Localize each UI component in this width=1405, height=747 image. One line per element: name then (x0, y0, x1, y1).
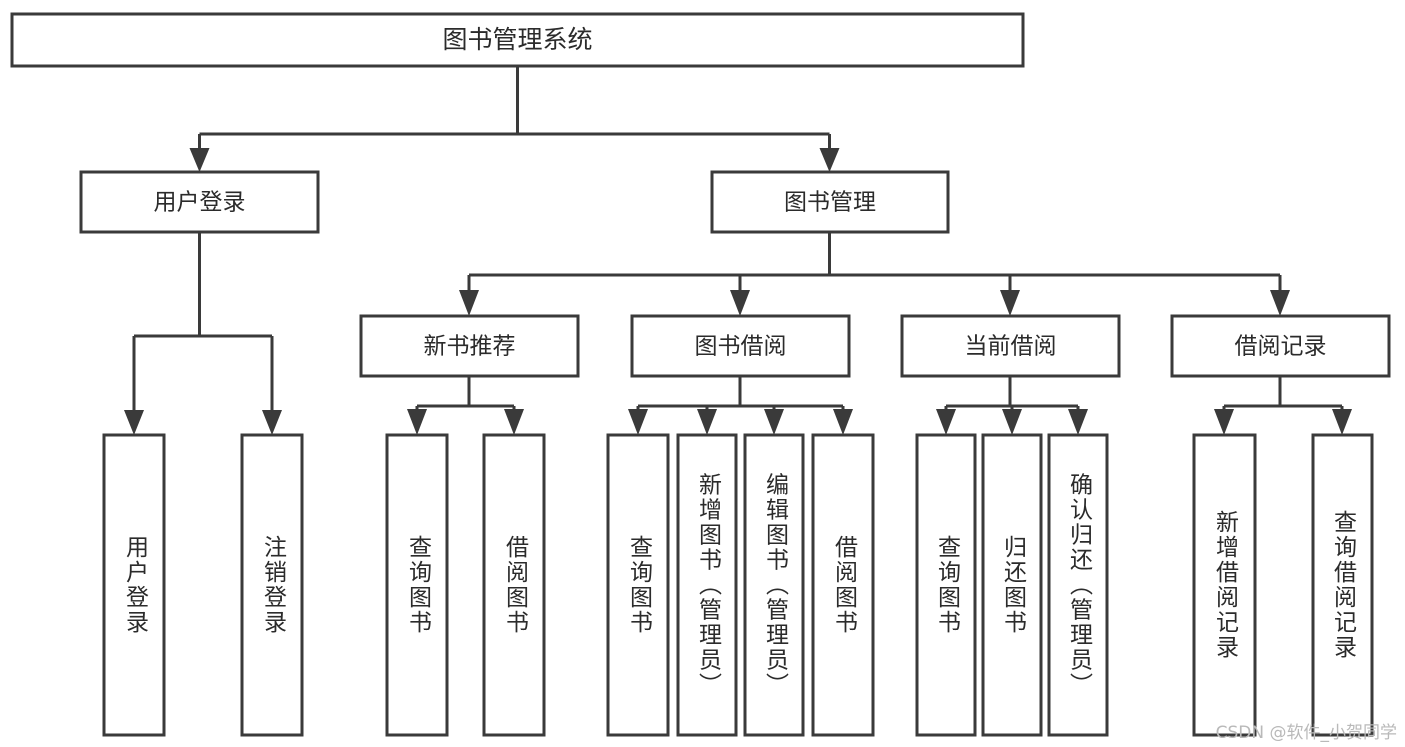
node-leaf-borrow-book-1-box (482, 433, 546, 737)
node-leaf-return-book[interactable]: 归还图书 (981, 433, 1043, 737)
node-new-book-recommend-box (359, 314, 580, 378)
node-leaf-query-borrow-record-label: 查询借阅记录 (1330, 510, 1358, 660)
arrow-head-book-manage (819, 148, 840, 172)
connector-group-borrow-record (1214, 376, 1352, 435)
connector-group-root (189, 66, 840, 172)
node-borrow-record-box (1170, 314, 1391, 378)
node-title-system[interactable]: 图书管理系统 (10, 12, 1025, 68)
node-leaf-edit-book-admin[interactable]: 编辑图书（管理员） (743, 433, 805, 737)
node-leaf-user-login[interactable]: 用户登录 (102, 433, 166, 737)
arrow-head-leaf-confirm-return-admin (1068, 409, 1088, 435)
node-leaf-confirm-return-admin-box (1047, 433, 1109, 737)
node-current-borrow[interactable]: 当前借阅 (900, 314, 1121, 378)
arrow-head-leaf-borrow-book-1 (504, 409, 524, 435)
node-title-system-box (10, 12, 1025, 68)
node-leaf-query-book-1[interactable]: 查询图书 (385, 433, 449, 737)
node-leaf-add-book-admin[interactable]: 新增图书（管理员） (676, 433, 738, 737)
node-book-borrow-label: 图书借阅 (695, 334, 787, 360)
connector-group-current-borrow (936, 376, 1088, 435)
connector-group-new-book-recommend (407, 376, 524, 435)
node-leaf-confirm-return-admin-label: 确认归还（管理员） (1066, 473, 1094, 698)
node-leaf-confirm-return-admin[interactable]: 确认归还（管理员） (1047, 433, 1109, 737)
node-leaf-query-book-1-label: 查询图书 (405, 535, 433, 635)
node-book-manage-label: 图书管理 (784, 190, 876, 216)
arrow-head-leaf-user-login (124, 410, 144, 435)
node-leaf-add-book-admin-box (676, 433, 738, 737)
node-book-manage-box (710, 170, 950, 234)
node-leaf-add-borrow-record-label: 新增借阅记录 (1212, 510, 1240, 660)
node-leaf-query-borrow-record[interactable]: 查询借阅记录 (1311, 433, 1374, 737)
node-current-borrow-label: 当前借阅 (965, 334, 1057, 360)
node-leaf-logout-login-label: 注销登录 (260, 535, 288, 635)
arrow-head-leaf-logout-login (262, 410, 282, 435)
node-leaf-borrow-book-2-label: 借阅图书 (831, 535, 859, 635)
node-leaf-query-book-3[interactable]: 查询图书 (915, 433, 977, 737)
arrow-head-leaf-query-borrow-record (1332, 409, 1352, 435)
node-book-manage[interactable]: 图书管理 (710, 170, 950, 234)
node-leaf-user-login-label: 用户登录 (122, 535, 150, 635)
arrow-head-book-borrow (730, 290, 750, 316)
node-book-borrow[interactable]: 图书借阅 (630, 314, 851, 378)
node-user-login-label: 用户登录 (154, 190, 246, 216)
node-new-book-recommend-label: 新书推荐 (424, 334, 516, 360)
node-leaf-query-book-2-label: 查询图书 (626, 535, 654, 635)
node-leaf-borrow-book-1[interactable]: 借阅图书 (482, 433, 546, 737)
connector-group-book-manage (459, 232, 1290, 316)
node-current-borrow-box (900, 314, 1121, 378)
arrow-head-leaf-query-book-2 (628, 409, 648, 435)
node-leaf-add-borrow-record-box (1192, 433, 1257, 737)
arrow-head-leaf-query-book-1 (407, 409, 427, 435)
node-leaf-query-borrow-record-box (1311, 433, 1374, 737)
node-leaf-edit-book-admin-box (743, 433, 805, 737)
node-leaf-return-book-box (981, 433, 1043, 737)
node-leaf-user-login-box (102, 433, 166, 737)
node-book-borrow-box (630, 314, 851, 378)
node-leaf-logout-login-box (240, 433, 304, 737)
node-user-login-box (79, 170, 320, 234)
arrow-head-leaf-edit-book-admin (764, 409, 784, 435)
node-leaf-query-book-3-box (915, 433, 977, 737)
connector-group-book-borrow (628, 376, 853, 435)
arrow-head-leaf-query-book-3 (936, 409, 956, 435)
node-leaf-query-book-2-box (606, 433, 670, 737)
arrow-head-borrow-record (1270, 290, 1290, 316)
node-new-book-recommend[interactable]: 新书推荐 (359, 314, 580, 378)
node-leaf-logout-login[interactable]: 注销登录 (240, 433, 304, 737)
node-leaf-borrow-book-1-label: 借阅图书 (502, 535, 530, 635)
node-leaf-borrow-book-2[interactable]: 借阅图书 (811, 433, 875, 737)
node-leaf-return-book-label: 归还图书 (1000, 535, 1028, 635)
arrow-head-leaf-borrow-book-2 (833, 409, 853, 435)
arrow-head-new-book-recommend (459, 290, 479, 316)
node-user-login[interactable]: 用户登录 (79, 170, 320, 234)
node-title-system-label: 图书管理系统 (442, 25, 592, 54)
node-leaf-borrow-book-2-box (811, 433, 875, 737)
node-leaf-query-book-2[interactable]: 查询图书 (606, 433, 670, 737)
node-leaf-add-borrow-record[interactable]: 新增借阅记录 (1192, 433, 1257, 737)
node-leaf-edit-book-admin-label: 编辑图书（管理员） (762, 473, 790, 698)
node-leaf-query-book-1-box (385, 433, 449, 737)
node-borrow-record-label: 借阅记录 (1235, 334, 1327, 360)
arrow-head-leaf-add-borrow-record (1214, 409, 1234, 435)
node-leaf-add-book-admin-label: 新增图书（管理员） (695, 473, 723, 698)
connector-group-user-login (124, 232, 282, 435)
node-leaf-query-book-3-label: 查询图书 (934, 535, 962, 635)
arrow-head-leaf-return-book (1002, 409, 1022, 435)
arrow-head-current-borrow (1000, 290, 1020, 316)
node-borrow-record[interactable]: 借阅记录 (1170, 314, 1391, 378)
arrow-head-user-login (189, 148, 210, 172)
arrow-head-leaf-add-book-admin (697, 409, 717, 435)
